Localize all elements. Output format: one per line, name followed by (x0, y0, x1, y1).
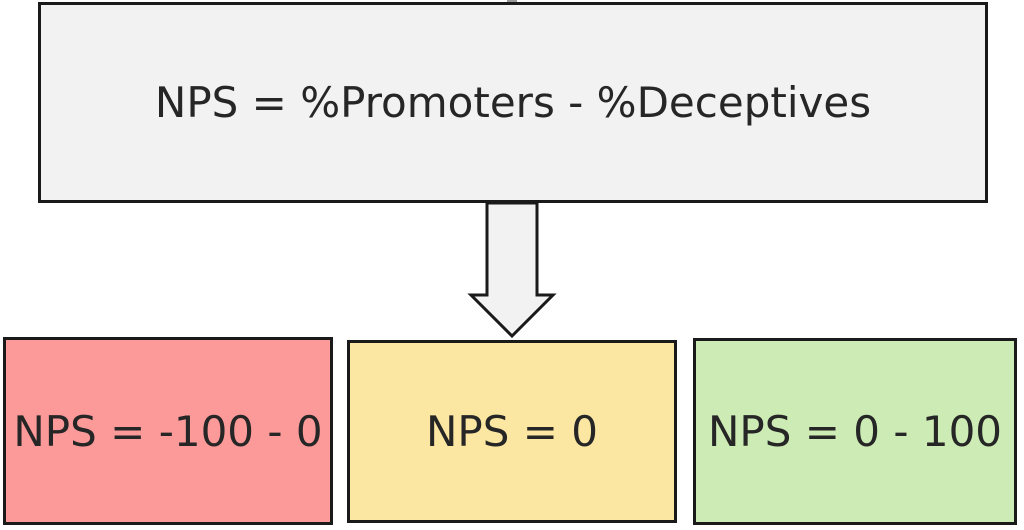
outcome-box-negative-range: NPS = -100 - 0 (3, 337, 333, 525)
down-arrow-icon (467, 201, 557, 339)
outcome-positive-text: NPS = 0 - 100 (707, 407, 1003, 456)
outcome-box-zero: NPS = 0 (347, 340, 677, 523)
outcome-zero-text: NPS = 0 (425, 407, 599, 456)
formula-box: NPS = %Promoters - %Deceptives (38, 2, 988, 203)
connector-stub (507, 0, 517, 3)
outcome-box-positive-range: NPS = 0 - 100 (693, 338, 1017, 525)
outcome-negative-text: NPS = -100 - 0 (13, 406, 323, 456)
formula-text: NPS = %Promoters - %Deceptives (154, 78, 872, 127)
